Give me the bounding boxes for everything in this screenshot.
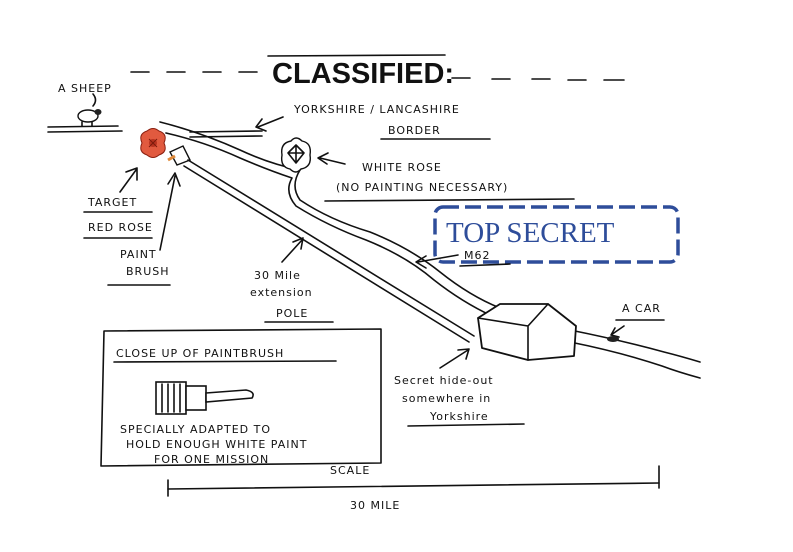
border-arrow — [255, 116, 284, 132]
label-sheep: A SHEEP — [58, 82, 112, 95]
label-closeup-line1: SPECIALLY ADAPTED TO — [120, 423, 271, 436]
title: CLASSIFIED: — [272, 58, 454, 90]
title-underline — [267, 54, 446, 57]
white-rose-underline — [324, 198, 575, 202]
label-pole-line1: 30 Mile — [254, 269, 301, 282]
target-arrow — [119, 167, 138, 193]
label-border-line2: BORDER — [388, 124, 441, 137]
label-white-rose-line1: WHITE ROSE — [362, 161, 442, 174]
label-closeup-line2: HOLD ENOUGH WHITE PAINT — [126, 438, 307, 451]
label-closeup-title: CLOSE UP OF PAINTBRUSH — [116, 347, 284, 360]
white-rose-arrow — [317, 152, 346, 165]
pole-arrow — [281, 237, 304, 263]
sheep-pointer — [92, 93, 97, 107]
label-target-line1: TARGET — [87, 196, 137, 209]
hideout-icon — [477, 303, 577, 361]
car-icon — [607, 336, 619, 342]
target-underline — [83, 211, 153, 239]
label-car: A CAR — [622, 302, 661, 315]
label-white-rose-line2: (NO PAINTING NECESSARY) — [336, 181, 508, 194]
title-dashes-right — [451, 77, 625, 81]
closeup-box — [100, 328, 382, 467]
label-hideout-line2: somewhere in — [402, 392, 491, 405]
border-line — [189, 130, 263, 138]
label-pole-line2: extension — [250, 286, 313, 299]
label-scale: SCALE — [330, 464, 370, 477]
scale-bar — [167, 465, 660, 497]
label-pole-line3: POLE — [276, 307, 308, 320]
m62-road — [569, 329, 701, 379]
hideout-underline — [407, 423, 525, 427]
white-rose-icon — [280, 137, 312, 173]
label-hideout-line1: Secret hide-out — [394, 374, 494, 387]
label-paint-brush-line2: BRUSH — [126, 265, 170, 278]
label-scale-value: 30 MILE — [350, 499, 400, 512]
hideout-arrow — [439, 348, 470, 369]
car-arrow — [610, 325, 625, 338]
extension-pole — [183, 159, 475, 343]
label-hideout-line3: Yorkshire — [429, 410, 489, 423]
label-border-line1: YORKSHIRE / LANCASHIRE — [293, 103, 460, 116]
label-target-line2: RED ROSE — [88, 221, 153, 234]
paintbrush-icon — [167, 145, 191, 166]
label-road: M62 — [464, 249, 491, 262]
stamp-text: TOP SECRET — [446, 217, 615, 249]
label-paint-brush-line1: PAINT — [120, 248, 157, 261]
border-river — [159, 121, 501, 317]
paint-brush-arrow — [159, 172, 181, 251]
road-underline — [459, 263, 511, 267]
road-arrow — [415, 254, 459, 269]
closeup-title-underline — [113, 360, 337, 363]
sheep-icon — [77, 109, 102, 127]
top-secret-stamp: TOP SECRET — [433, 205, 680, 264]
sheep-ground — [47, 125, 123, 133]
closeup-paintbrush-icon — [155, 381, 254, 415]
red-rose-icon — [140, 128, 166, 158]
label-closeup-line3: FOR ONE MISSION — [154, 453, 269, 466]
